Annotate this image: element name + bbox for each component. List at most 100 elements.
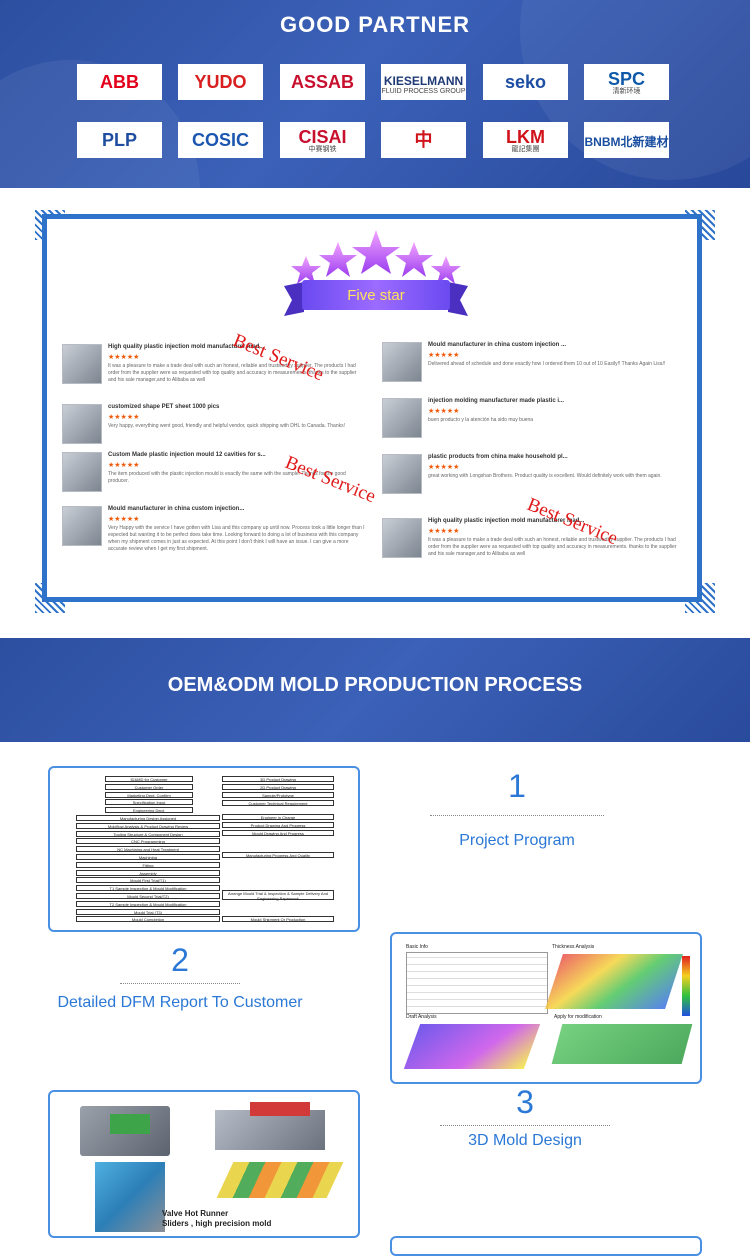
step-label: 3D Mold Design — [468, 1132, 582, 1149]
partner-logo-text: ABB — [100, 72, 139, 92]
mold-section-image — [95, 1162, 165, 1232]
review-text: It was a pleasure to make a trade deal w… — [428, 537, 677, 557]
partner-logo-text: PLP — [101, 130, 137, 150]
product-thumbnail — [62, 506, 102, 546]
dfm-modify-image — [551, 1024, 693, 1064]
flow-result: Mould Drawing And Progress — [222, 830, 334, 836]
partner-logo: COSIC — [178, 122, 263, 158]
review-text: It was a pleasure to make a trade deal w… — [108, 363, 357, 383]
review-item: Mould manufacturer in china custom injec… — [382, 342, 692, 392]
star-icon — [352, 230, 400, 274]
product-thumbnail — [382, 454, 422, 494]
star-icon — [395, 242, 433, 277]
flow-result: 2D Product Drawing — [222, 784, 334, 790]
flow-result: Product Drawing And Progress — [222, 822, 334, 828]
review-title: Mould manufacturer in china custom injec… — [428, 342, 567, 348]
dfm-report-card: Basic Info Thickness Analysis Draft Anal… — [390, 932, 702, 1084]
review-title: plastic products from china make househo… — [428, 454, 568, 460]
step-number: 3 — [516, 1084, 534, 1120]
dfm-color-scale — [682, 956, 690, 1016]
flow-result: Sample/Prototype — [222, 792, 334, 798]
mold-assembly-image — [215, 1110, 325, 1150]
process-banner — [0, 638, 750, 742]
flow-step: T2 Sample Inspection & Mould Modificatio… — [76, 900, 220, 907]
step-label: Project Program — [459, 832, 575, 849]
review-text: Very Happy with the service I have gotte… — [108, 525, 365, 552]
flow-step: Manufacturing Design Assigned — [76, 815, 220, 821]
partner-logo-text: YUDO — [194, 72, 247, 92]
flow-step: Mould Second Trial(T2) — [76, 893, 220, 899]
partner-logo: YUDO — [178, 64, 263, 100]
step-divider — [430, 815, 604, 816]
review-item: High quality plastic injection mold manu… — [382, 518, 692, 568]
product-thumbnail — [62, 344, 102, 384]
review-title: customized shape PET sheet 1000 pics — [108, 404, 220, 410]
mold-hot-runner-image — [250, 1102, 310, 1116]
flow-step: Mould Trial (T3) — [76, 908, 220, 915]
review-text: Delivered ahead of schedule and done exa… — [428, 361, 666, 367]
flow-step: CNC Programming — [76, 838, 220, 845]
reviews-frame — [42, 214, 702, 602]
rating-stars: ★★★★★ — [108, 354, 140, 361]
flow-step: Marketing Dept. Confirm — [105, 791, 193, 798]
partner-logo-text: seko — [504, 72, 547, 92]
partner-logo: ABB — [77, 64, 162, 100]
partner-logo: seko — [483, 64, 568, 100]
review-title: Mould manufacturer in china custom injec… — [108, 506, 245, 512]
flow-result: Mould Shipment Or Production — [222, 916, 334, 922]
star-icon — [319, 242, 357, 277]
flow-result: 3D Product Drawing — [222, 776, 334, 782]
rating-stars: ★★★★★ — [108, 414, 140, 421]
mold-core-image — [110, 1114, 150, 1134]
dfm-table — [406, 952, 548, 1014]
flow-step: Mould First Trial(T1) — [76, 877, 220, 884]
flow-step: Engineering Dept. — [105, 807, 193, 814]
review-item: Custom Made plastic injection mould 12 c… — [62, 452, 372, 502]
rating-stars: ★★★★★ — [428, 528, 460, 535]
flow-step: T1 Sample Inspection & Mould Modificatio… — [76, 885, 220, 892]
partner-logo-subtext: 清新环境 — [612, 87, 641, 95]
dfm-basic-info: Basic Info — [406, 944, 428, 950]
rating-stars: ★★★★★ — [108, 462, 140, 469]
partner-title: GOOD PARTNER — [279, 12, 471, 37]
flow-step: Customer Order — [105, 783, 193, 790]
partner-logo: BNBM北新建材 — [584, 122, 669, 158]
flow-step: Moldflow Analysis & Product Drawing Revi… — [76, 822, 220, 829]
flow-step: Fitting — [76, 861, 220, 868]
flow-result: Arrange Mould Trial & Inspection & Sampl… — [222, 890, 334, 901]
partner-logo-subtext: 中赛钢铁 — [308, 145, 337, 153]
partner-logo: PLP — [77, 122, 162, 158]
step-divider — [440, 1125, 610, 1126]
review-text: Very happy, everything went good, friend… — [108, 423, 345, 429]
review-title: High quality plastic injection mold manu… — [428, 518, 585, 524]
mold-design-card: Valve Hot Runner Sliders , high precisio… — [48, 1090, 360, 1238]
partner-logo: ASSAB — [280, 64, 365, 100]
next-step-card — [390, 1236, 702, 1256]
dfm-draft-label: Draft Analysis — [406, 1014, 437, 1020]
rating-stars: ★★★★★ — [428, 352, 460, 359]
product-thumbnail — [382, 398, 422, 438]
step-number: 2 — [171, 942, 189, 978]
review-item: Mould manufacturer in china custom injec… — [62, 506, 372, 556]
dfm-thickness-label: Thickness Analysis — [552, 944, 595, 950]
five-star-badge — [284, 230, 468, 316]
flow-step: NC Machining and Heat Treatment — [76, 846, 220, 853]
partner-logo-text: SPC — [607, 68, 645, 89]
review-text: The item produced with the plastic injec… — [108, 471, 346, 484]
review-item: customized shape PET sheet 1000 pics ★★★★… — [62, 404, 372, 454]
dfm-draft-image — [403, 1024, 541, 1069]
partner-logo-text: ASSAB — [290, 72, 354, 92]
review-item: High quality plastic injection mold manu… — [62, 344, 372, 394]
dfm-modify-label: Apply for modification — [554, 1014, 602, 1020]
product-thumbnail — [382, 342, 422, 382]
partner-logo-text: CISAI — [298, 126, 347, 147]
partner-logo-text: KIESELMANN — [383, 73, 464, 88]
partner-logo-text: COSIC — [191, 130, 249, 150]
rating-stars: ★★★★★ — [428, 408, 460, 415]
partner-logo-text: LKM — [506, 126, 545, 147]
flow-step: Tooling Structure & Component Design — [76, 830, 220, 837]
step-number: 1 — [508, 768, 526, 804]
